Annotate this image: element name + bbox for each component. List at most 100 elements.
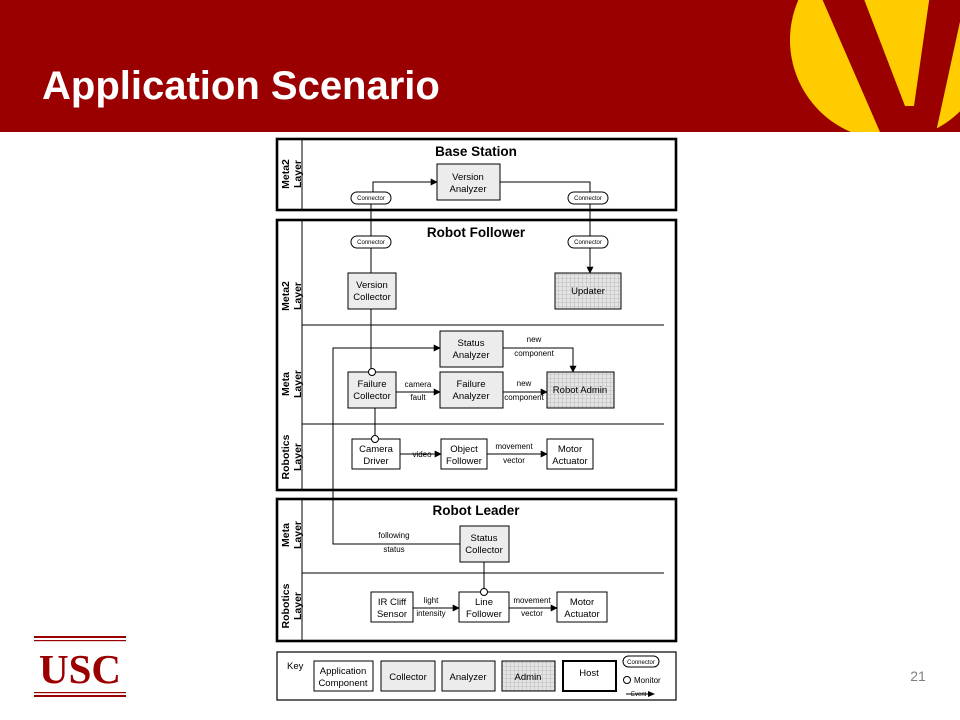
following-status-label: status: [383, 545, 404, 554]
svg-text:Connector: Connector: [357, 196, 385, 202]
svg-text:Component: Component: [318, 678, 367, 689]
base-station-title: Base Station: [435, 144, 517, 159]
svg-text:Version: Version: [356, 280, 388, 291]
svg-text:Sensor: Sensor: [377, 609, 407, 620]
svg-text:Failure: Failure: [357, 379, 386, 390]
svg-text:Camera: Camera: [359, 444, 394, 455]
usc-logo-text: USC: [39, 646, 121, 692]
following-status-arrow: [332, 344, 460, 545]
svg-text:Analyzer: Analyzer: [450, 672, 487, 683]
movement-vector-label: movement: [495, 442, 533, 451]
svg-text:Failure: Failure: [456, 379, 485, 390]
movement-vector-label: vector: [503, 456, 525, 465]
svg-text:Collector: Collector: [353, 292, 391, 303]
key-legend: Key Application Component Collector Anal…: [276, 651, 677, 701]
svg-text:Collector: Collector: [353, 391, 391, 402]
follower-meta2-layer-label: Meta2Layer: [280, 281, 304, 311]
new-component-label: component: [514, 349, 554, 358]
svg-text:Status: Status: [458, 338, 485, 349]
following-status-label: following: [378, 531, 409, 540]
key-analyzer: [441, 660, 496, 692]
video-label: video: [412, 450, 432, 459]
key-title: Key: [287, 661, 304, 672]
new-component-label: new: [527, 335, 542, 344]
svg-text:Follower: Follower: [466, 609, 502, 620]
failure-analyzer-component: Failure Analyzer: [439, 371, 504, 409]
new-component-label: new: [517, 379, 532, 388]
ir-cliff-sensor-component: IR Cliff Sensor: [370, 591, 414, 623]
svg-text:Follower: Follower: [446, 456, 482, 467]
svg-text:Status: Status: [471, 533, 498, 544]
failure-collector-component: Failure Collector: [347, 371, 397, 409]
line-follower-component: Line Follower: [458, 591, 510, 623]
monitor-icon: [623, 676, 631, 684]
svg-text:Host: Host: [579, 668, 599, 679]
key-host: [562, 660, 617, 692]
motor-actuator-component: Motor Actuator: [546, 438, 594, 470]
svg-text:Motor: Motor: [570, 597, 594, 608]
svg-text:Event: Event: [631, 692, 647, 698]
slide-title: Application Scenario: [42, 64, 440, 108]
key-collector: [380, 660, 436, 692]
camera-fault-label: camera: [405, 380, 432, 389]
svg-text:Driver: Driver: [363, 456, 388, 467]
monitor-icon: [371, 435, 379, 443]
monitor-icon: [368, 368, 376, 376]
svg-text:Version: Version: [452, 172, 484, 183]
robot-follower-host: Robot Follower Meta2Layer MetaLayer Robo…: [275, 218, 678, 492]
svg-text:Connector: Connector: [357, 240, 385, 246]
base-connector-left: Connector: [350, 191, 392, 205]
svg-text:Actuator: Actuator: [552, 456, 587, 467]
event-line: [500, 181, 591, 192]
svg-text:Actuator: Actuator: [564, 609, 599, 620]
svg-text:Connector: Connector: [574, 240, 602, 246]
svg-text:Robot Admin: Robot Admin: [553, 385, 607, 396]
svg-text:Collector: Collector: [465, 545, 503, 556]
follower-connector-right: Connector: [567, 235, 609, 249]
svg-text:Line: Line: [475, 597, 493, 608]
robot-admin-component: Robot Admin: [546, 371, 615, 409]
robot-leader-title: Robot Leader: [432, 503, 520, 518]
svg-text:Analyzer: Analyzer: [450, 184, 487, 195]
svg-text:Collector: Collector: [389, 672, 427, 683]
new-component-label: component: [504, 393, 544, 402]
movement-vector-label: vector: [521, 609, 543, 618]
svg-text:Application: Application: [320, 666, 366, 677]
event-arrow: [503, 347, 577, 373]
slide-number: 21: [910, 668, 926, 684]
architecture-diagram: Base Station Meta2Layer Version Analyzer…: [275, 137, 678, 701]
svg-text:Updater: Updater: [571, 286, 605, 297]
svg-text:IR Cliff: IR Cliff: [378, 597, 407, 608]
svg-text:Analyzer: Analyzer: [453, 391, 490, 402]
follower-meta-layer-label: MetaLayer: [280, 370, 304, 398]
leader-robotics-layer-label: RoboticsLayer: [280, 583, 304, 628]
usc-logo: USC: [34, 636, 126, 697]
svg-text:Admin: Admin: [515, 672, 542, 683]
version-analyzer-component: Version Analyzer: [436, 163, 501, 201]
key-application-component: [313, 660, 374, 692]
svg-text:Monitor: Monitor: [634, 676, 661, 685]
title-banner: Application Scenario: [0, 0, 960, 132]
svg-text:Analyzer: Analyzer: [453, 350, 490, 361]
svg-text:Object: Object: [450, 444, 478, 455]
version-collector-component: Version Collector: [347, 272, 397, 310]
leader-meta-layer-label: MetaLayer: [280, 521, 304, 549]
light-intensity-label: intensity: [416, 609, 445, 618]
status-analyzer-component: Status Analyzer: [439, 330, 504, 368]
follower-robotics-layer-label: RoboticsLayer: [280, 434, 304, 479]
svg-text:Motor: Motor: [558, 444, 582, 455]
robot-follower-title: Robot Follower: [427, 225, 526, 240]
camera-fault-label: fault: [410, 393, 426, 402]
object-follower-component: Object Follower: [440, 438, 488, 470]
leader-motor-actuator-component: Motor Actuator: [556, 591, 608, 623]
updater-component: Updater: [554, 272, 622, 310]
follower-connector-left: Connector: [350, 235, 392, 249]
monitor-icon: [480, 588, 488, 596]
key-admin: [501, 660, 556, 692]
light-intensity-label: light: [424, 596, 439, 605]
base-meta2-layer-label: Meta2Layer: [280, 159, 304, 189]
camera-driver-component: Camera Driver: [351, 438, 401, 470]
svg-text:Connector: Connector: [627, 660, 655, 666]
robot-leader-host: Robot Leader MetaLayer RoboticsLayer: [275, 497, 678, 643]
base-station-host: Base Station Meta2Layer: [275, 137, 678, 212]
